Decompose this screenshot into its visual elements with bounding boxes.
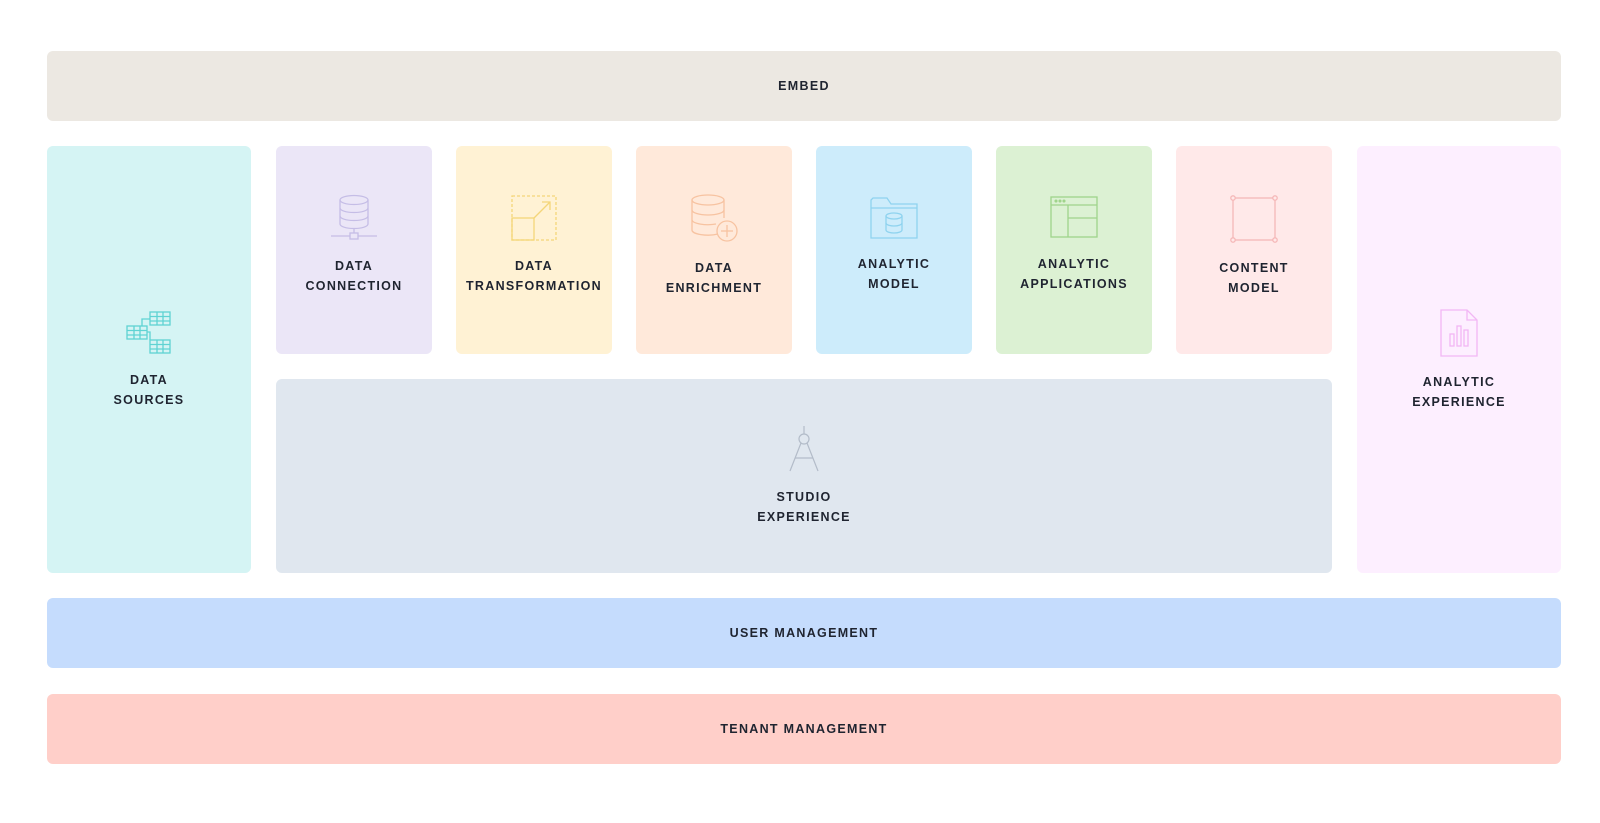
tables-icon bbox=[126, 310, 171, 354]
user-management-layer: USER MANAGEMENT bbox=[47, 598, 1561, 668]
frame-icon bbox=[1230, 195, 1278, 243]
user-management-label: USER MANAGEMENT bbox=[729, 626, 879, 640]
database-network-icon bbox=[331, 194, 377, 240]
tenant-management-label: TENANT MANAGEMENT bbox=[720, 722, 888, 736]
folder-database-icon bbox=[870, 197, 918, 239]
report-chart-icon bbox=[1440, 308, 1478, 357]
compass-drafting-icon bbox=[789, 426, 819, 472]
app-window-icon bbox=[1050, 196, 1098, 238]
database-add-icon bbox=[691, 194, 738, 242]
embed-label: EMBED bbox=[778, 79, 830, 93]
embed-layer: EMBED bbox=[47, 51, 1561, 121]
transform-resize-icon bbox=[511, 195, 557, 241]
tenant-management-layer: TENANT MANAGEMENT bbox=[47, 694, 1561, 764]
